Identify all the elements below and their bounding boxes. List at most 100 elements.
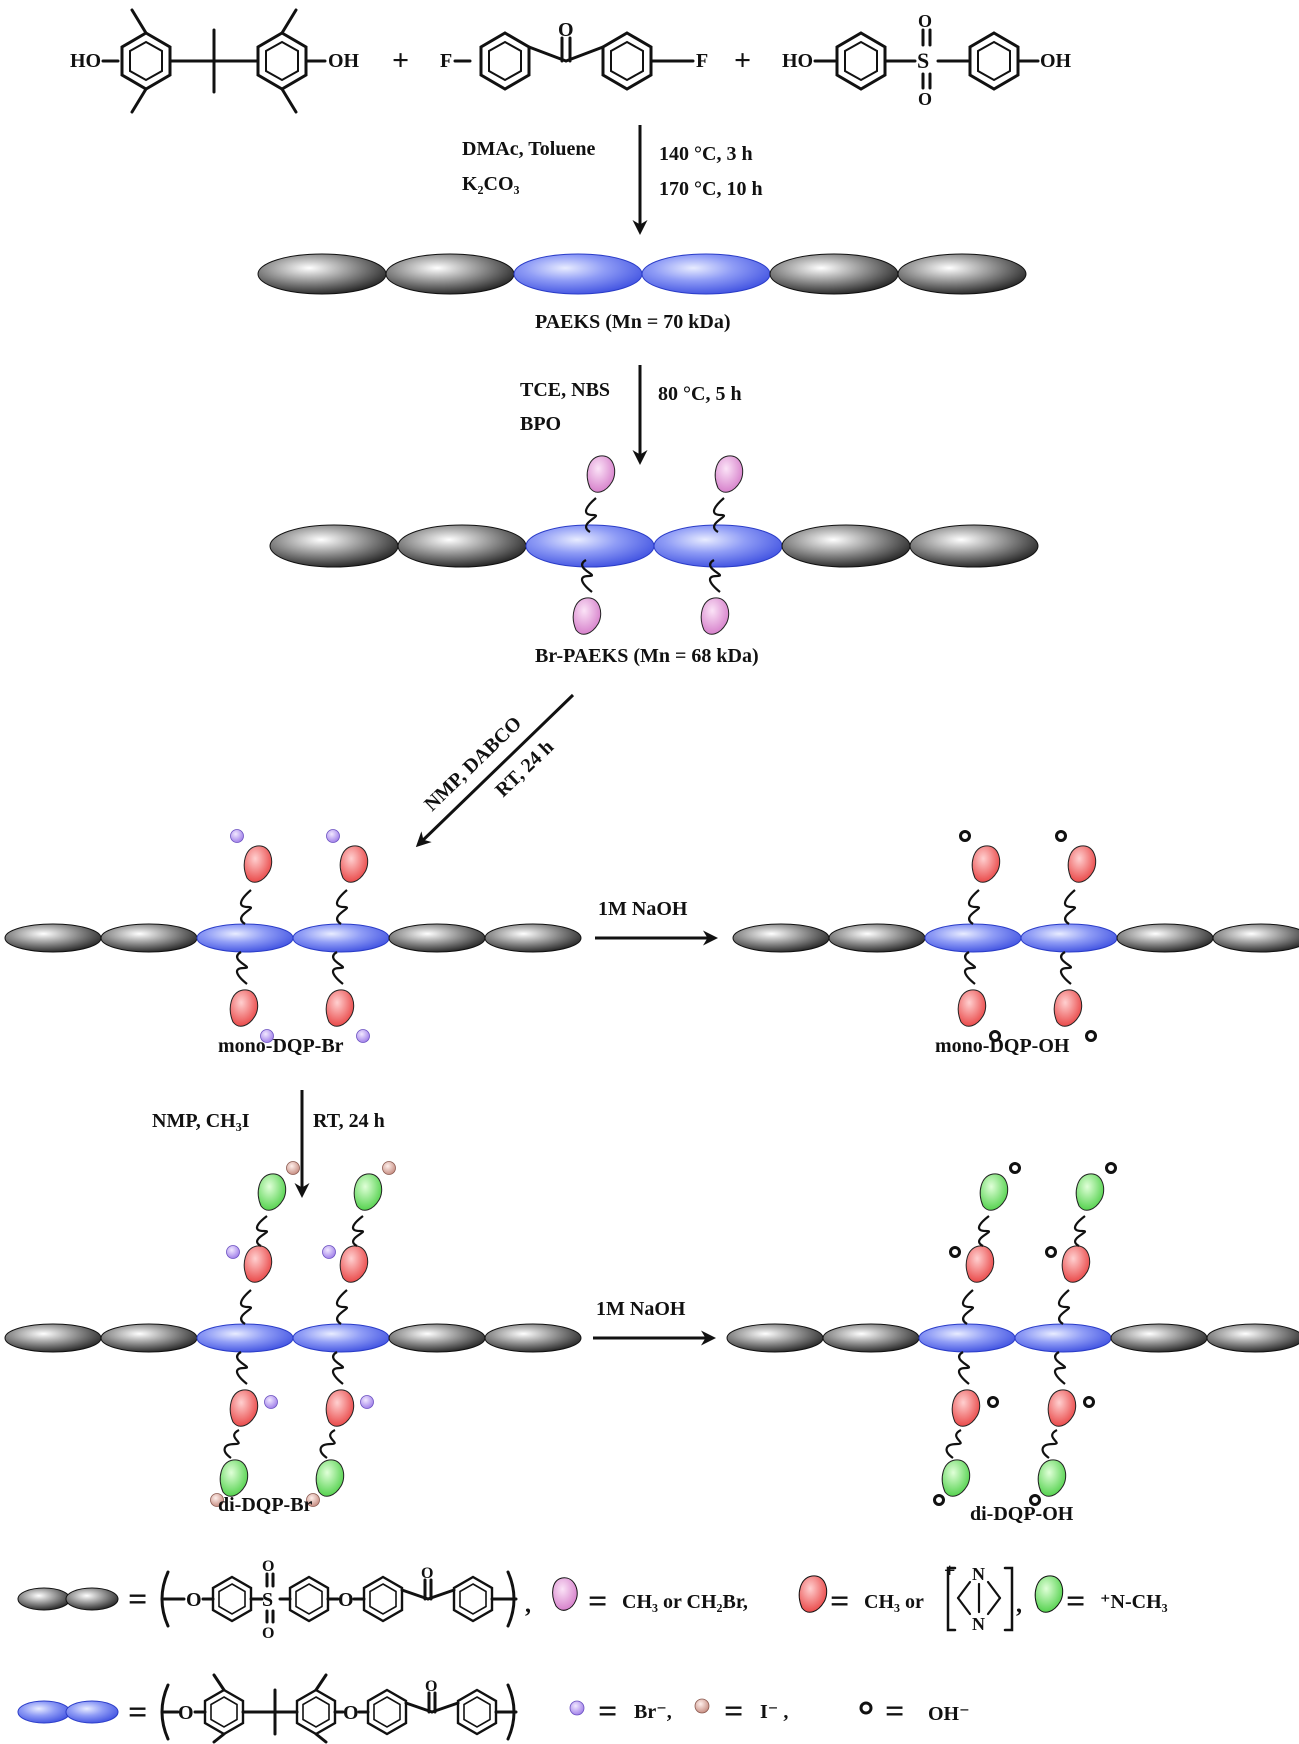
legend-blue-repeat-structure: O O O [160,1673,518,1744]
blue-segment [641,253,771,295]
legend-blue-carbonyl-o: O [425,1678,437,1695]
red-sidechain [951,1389,981,1427]
counter-ion [226,1245,240,1259]
mono-dqp-br-label: mono-DQP-Br [218,1035,344,1057]
red-sidechain [243,845,273,883]
green-sidechain [315,1459,345,1497]
gray-segment [1206,1323,1299,1353]
legend-comma-2: , [1016,1592,1022,1618]
pink-sidechain [700,597,730,635]
gray-segment [397,524,527,568]
green-sidechain [219,1459,249,1497]
legend-gray-so-top: O [262,1558,274,1575]
step5-reagents: NMP, CH₃I [152,1110,250,1132]
legend-bromide-dot [569,1700,585,1716]
tether-up [967,889,980,925]
counter-ion [360,1395,374,1409]
step2-condition: 80 °C, 5 h [658,383,742,405]
tether-up-2 [1073,1215,1086,1247]
legend-green-definition: ⁺N-CH₃ [1100,1591,1168,1613]
di-dqp-oh-label: di-DQP-OH [970,1503,1074,1525]
monomer3-sulfur: S [917,48,929,73]
tether-down [708,559,721,593]
arrow-step3 [415,693,575,848]
tether-up [1057,1289,1070,1325]
tether-down [580,559,593,593]
tether-down [963,951,976,985]
tether-down [331,1351,344,1385]
gray-segment [1212,923,1299,953]
tether-down [1059,951,1072,985]
legend-comma-1: , [525,1592,531,1618]
step2-initiator: BPO [520,413,561,435]
mono-dqp-oh-label: mono-DQP-OH [935,1035,1070,1057]
red-sidechain [339,845,369,883]
legend-gray-repeat-structure: O S O O O O [160,1558,518,1642]
legend-gray-o1: O [186,1589,202,1611]
green-sidechain [1037,1459,1067,1497]
legend-hydroxide-label: OH⁻ [928,1703,970,1725]
counter-ion [1045,1246,1057,1258]
legend-equals-4: = [1066,1583,1085,1620]
counter-ion [260,1029,274,1043]
di-dqp-br-label: di-DQP-Br [218,1494,313,1516]
legend-equals-5: = [128,1694,147,1731]
red-sidechain [1047,1389,1077,1427]
legend-bromide-label: Br⁻, [634,1701,672,1723]
legend-blue-o1: O [178,1702,194,1724]
counter-ion-2 [286,1161,300,1175]
monomer3-right-group: OH [1040,50,1072,72]
step6-reagent: 1M NaOH [596,1298,686,1320]
br-paeks-chain [269,455,1039,635]
counter-ion [230,829,244,843]
tether-up [239,1289,252,1325]
tether-up [1063,889,1076,925]
red-sidechain [229,989,259,1027]
legend-equals-7: = [724,1693,743,1730]
blue-segment [196,923,294,953]
tether-down-2 [1041,1429,1058,1459]
red-sidechain [325,989,355,1027]
counter-ion-2 [382,1161,396,1175]
legend-equals-2: = [588,1583,607,1620]
legend-hydroxide-dot [859,1701,873,1715]
gray-segment [4,1323,102,1353]
tether-down [235,951,248,985]
step1-condition2: 170 °C, 10 h [659,178,763,200]
legend-iodide-dot [694,1698,710,1714]
monomer-dihydroxydiphenylsulfone: HO S O O OH [782,11,1072,109]
gray-segment [909,524,1039,568]
di-dqp-oh-chain [726,1162,1299,1506]
counter-ion [356,1029,370,1043]
gray-segment [100,923,198,953]
gray-segment [257,253,387,295]
blue-segment [924,923,1022,953]
green-sidechain [353,1173,383,1211]
legend-equals-6: = [598,1693,617,1730]
tether-up [335,1289,348,1325]
di-dqp-br-chain [4,1161,582,1507]
gray-segment [822,1323,920,1353]
monomer3-oxygen-top: O [918,11,932,31]
counter-ion [264,1395,278,1409]
mono-dqp-oh-chain [732,830,1299,1042]
gray-segment [732,923,830,953]
tether-down [235,1351,248,1385]
red-sidechain [965,1245,995,1283]
blue-segment [196,1323,294,1353]
legend-dabco-plus: + [944,1560,955,1582]
monomer3-left-group: HO [782,50,813,72]
monomer2-left-group: F [440,50,452,72]
red-sidechain [957,989,987,1027]
legend-equals-8: = [885,1693,904,1730]
tether-up-2 [255,1215,268,1247]
step3-reagents: NMP, DABCO [420,712,526,815]
red-sidechain [1067,845,1097,883]
step1-solvent: DMAc, Toluene [462,138,595,160]
red-sidechain [1061,1245,1091,1283]
green-sidechain [257,1173,287,1211]
counter-ion-2 [306,1493,320,1507]
counter-ion [1055,830,1067,842]
monomer-difluorobenzophenone: F O F [440,19,708,91]
counter-ion [326,829,340,843]
